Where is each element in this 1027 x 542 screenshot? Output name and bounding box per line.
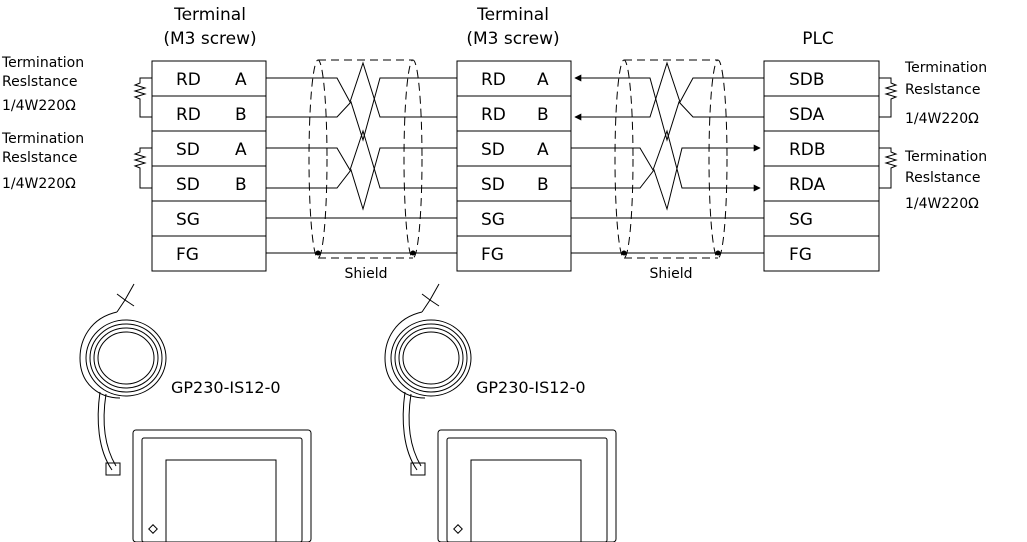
t2-pin-suffix-3: A bbox=[537, 140, 549, 160]
plc-title: PLC bbox=[802, 29, 834, 49]
t1-pin-name-6: FG bbox=[176, 245, 199, 265]
plc-pin-6: FG bbox=[789, 245, 812, 265]
svg-text:Termination: Termination bbox=[904, 149, 987, 165]
shield-1 bbox=[308, 59, 423, 259]
gp-unit-2 bbox=[437, 429, 617, 542]
terminal-block-1 bbox=[151, 60, 267, 272]
termination-resistor-1 bbox=[133, 77, 152, 118]
gp-unit-1-power-led bbox=[148, 524, 158, 534]
plc-pin-5: SG bbox=[789, 210, 813, 230]
termination-resistor-3 bbox=[879, 77, 898, 118]
plc-pin-1: SDB bbox=[789, 70, 825, 90]
t2-pin-name-4: SD bbox=[481, 175, 505, 195]
termination-resistor-4 bbox=[879, 147, 898, 189]
t2-pin-name-3: SD bbox=[481, 140, 505, 160]
gp-unit-2-power-led bbox=[453, 524, 463, 534]
plc-block bbox=[763, 60, 880, 272]
svg-text:Termination: Termination bbox=[1, 131, 84, 147]
t1-pin-name-2: RD bbox=[176, 105, 201, 125]
termination-note-2: Termination Reslstance 1/4W220Ω bbox=[1, 131, 84, 192]
t1-pin-name-1: RD bbox=[176, 70, 201, 90]
terminal-1-title: Terminal bbox=[173, 5, 246, 25]
termination-resistor-2 bbox=[133, 147, 152, 189]
svg-text:Reslstance: Reslstance bbox=[2, 150, 77, 166]
t1-pin-name-4: SD bbox=[176, 175, 200, 195]
shield-2 bbox=[614, 59, 728, 259]
t2-pin-name-1: RD bbox=[481, 70, 506, 90]
svg-text:Termination: Termination bbox=[1, 55, 84, 71]
termination-note-1: Termination Reslstance 1/4W220Ω bbox=[1, 55, 84, 114]
cable-label-1: GP230-IS12-0 bbox=[171, 378, 281, 397]
plc-pin-3: RDB bbox=[789, 140, 826, 160]
svg-text:1/4W220Ω: 1/4W220Ω bbox=[2, 176, 76, 192]
shield-ground-dots bbox=[315, 250, 721, 256]
t1-pin-name-5: SG bbox=[176, 210, 200, 230]
cable-coil-2 bbox=[384, 283, 472, 476]
shield-label-2: Shield bbox=[649, 266, 692, 282]
terminal-2-subtitle: (M3 screw) bbox=[466, 29, 559, 49]
svg-text:1/4W220Ω: 1/4W220Ω bbox=[905, 111, 979, 127]
t1-pin-suffix-4: B bbox=[235, 175, 247, 195]
svg-text:Reslstance: Reslstance bbox=[905, 170, 980, 186]
gp-unit-1 bbox=[132, 429, 312, 542]
svg-text:Reslstance: Reslstance bbox=[2, 74, 77, 90]
wires-segment-1 bbox=[266, 61, 457, 254]
svg-text:Reslstance: Reslstance bbox=[905, 82, 980, 98]
cable-label-2: GP230-IS12-0 bbox=[476, 378, 586, 397]
wires-segment-2 bbox=[571, 61, 764, 254]
plc-pin-4: RDA bbox=[789, 175, 826, 195]
t2-pin-suffix-2: B bbox=[537, 105, 549, 125]
termination-note-4: Termination Reslstance 1/4W220Ω bbox=[904, 149, 987, 212]
shield-label-1: Shield bbox=[344, 266, 387, 282]
t2-pin-suffix-4: B bbox=[537, 175, 549, 195]
t1-pin-suffix-1: A bbox=[235, 70, 247, 90]
t1-pin-name-3: SD bbox=[176, 140, 200, 160]
svg-text:Termination: Termination bbox=[904, 60, 987, 76]
t2-pin-name-2: RD bbox=[481, 105, 506, 125]
terminal-block-2 bbox=[456, 60, 572, 272]
terminal-2-title: Terminal bbox=[476, 5, 549, 25]
terminal-1-subtitle: (M3 screw) bbox=[163, 29, 256, 49]
t2-pin-name-6: FG bbox=[481, 245, 504, 265]
plc-pin-2: SDA bbox=[789, 105, 825, 125]
t1-pin-suffix-3: A bbox=[235, 140, 247, 160]
t1-pin-suffix-2: B bbox=[235, 105, 247, 125]
t2-pin-name-5: SG bbox=[481, 210, 505, 230]
t2-pin-suffix-1: A bbox=[537, 70, 549, 90]
cable-coil-1 bbox=[79, 283, 167, 476]
svg-text:1/4W220Ω: 1/4W220Ω bbox=[905, 196, 979, 212]
termination-note-3: Termination Reslstance 1/4W220Ω bbox=[904, 60, 987, 127]
svg-text:1/4W220Ω: 1/4W220Ω bbox=[2, 98, 76, 114]
